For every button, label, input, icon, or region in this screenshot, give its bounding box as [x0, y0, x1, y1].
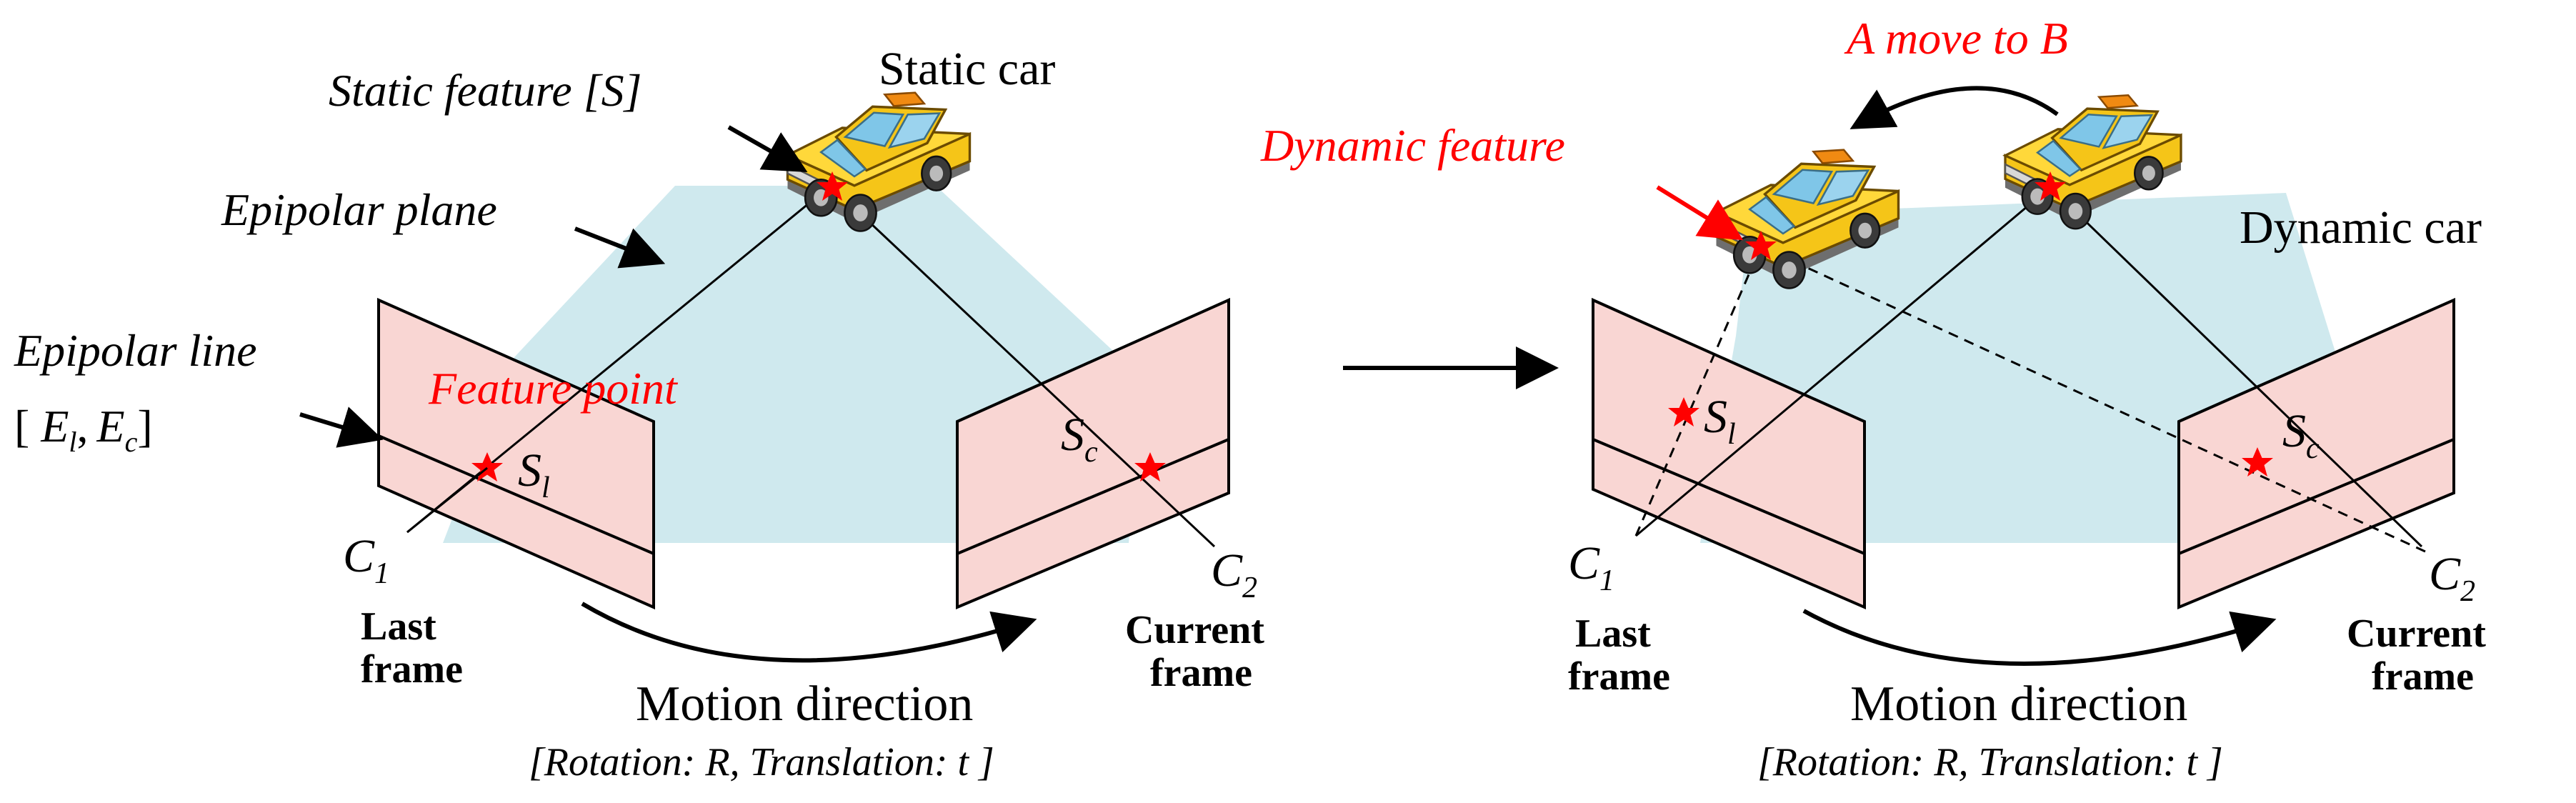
right-motion-params-label: [Rotation: R, Translation: t ] — [1757, 740, 2223, 784]
left-current-frame — [956, 297, 1230, 610]
right-current-frame — [2177, 297, 2455, 609]
right-last-frame-label-1: Last — [1575, 612, 1651, 656]
right-dashed-ray-c2 — [1760, 245, 2426, 553]
left-c1-ray-short — [406, 467, 488, 534]
left-s-l-label: Sl — [518, 444, 550, 504]
right-current-frame-label-1: Current — [2347, 612, 2486, 656]
right-ray-c1 — [1635, 186, 2051, 537]
left-c2-label: C2 — [1211, 544, 1257, 604]
right-c1-label: C1 — [1568, 537, 1614, 597]
left-last-frame-label-2: frame — [361, 647, 463, 692]
feature-point-label: Feature point — [428, 363, 679, 414]
static-feature-label: Static feature [S] — [329, 65, 641, 116]
move-arrow-icon — [1849, 86, 2059, 129]
right-ray-c2 — [2049, 186, 2423, 548]
left-motion-params-label: [Rotation: R, Translation: t ] — [529, 740, 994, 784]
left-motion-arrow-icon — [581, 602, 1037, 663]
epipolar-line-symbols: [ El,Ec] — [14, 401, 153, 458]
epipolar-line-arrow-icon — [299, 407, 384, 448]
left-current-frame-label-1: Current — [1125, 608, 1264, 652]
epipolar-plane-label: Epipolar plane — [221, 184, 497, 235]
left-motion-direction-label: Motion direction — [636, 677, 973, 732]
move-label: A move to B — [1844, 13, 2068, 64]
dynamic-car-label: Dynamic car — [2240, 201, 2482, 254]
right-s-l-label: Sl — [1704, 391, 1736, 451]
static-car-label: Static car — [879, 43, 1055, 95]
left-current-frame-label-2: frame — [1150, 651, 1252, 695]
right-panel: A move to B Dynamic feature Dynamic car … — [1260, 13, 2486, 784]
right-last-frame-epipolar-line — [1592, 438, 1865, 555]
epipolar-plane-arrow-icon — [574, 226, 666, 269]
left-last-frame-epipolar-line — [378, 434, 654, 555]
right-current-frame-epipolar-line — [2178, 438, 2455, 555]
right-dashed-ray-c1 — [1634, 246, 1762, 537]
right-s-c-label: Sc — [2282, 405, 2320, 465]
right-last-frame-label-2: frame — [1568, 654, 1670, 699]
left-last-frame-label-1: Last — [361, 604, 436, 649]
left-ray-c2 — [831, 186, 1216, 548]
left-panel: Static feature [S] Static car Epipolar p… — [14, 43, 1264, 784]
left-current-frame-epipolar-line — [957, 438, 1229, 555]
left-c1-label: C1 — [343, 530, 389, 590]
right-current-frame-label-2: frame — [2372, 654, 2474, 699]
static-feature-arrow-icon — [727, 125, 808, 172]
dynamic-feature-label: Dynamic feature — [1260, 120, 1565, 171]
epipolar-line-label: Epipolar line — [14, 325, 257, 376]
right-motion-arrow-icon — [1802, 609, 2277, 666]
right-motion-direction-label: Motion direction — [1850, 677, 2187, 732]
right-c2-label: C2 — [2429, 548, 2475, 608]
dynamic-feature-arrow-icon — [1656, 185, 1744, 241]
left-s-c-label: Sc — [1061, 409, 1098, 469]
right-last-frame — [1592, 297, 1866, 610]
